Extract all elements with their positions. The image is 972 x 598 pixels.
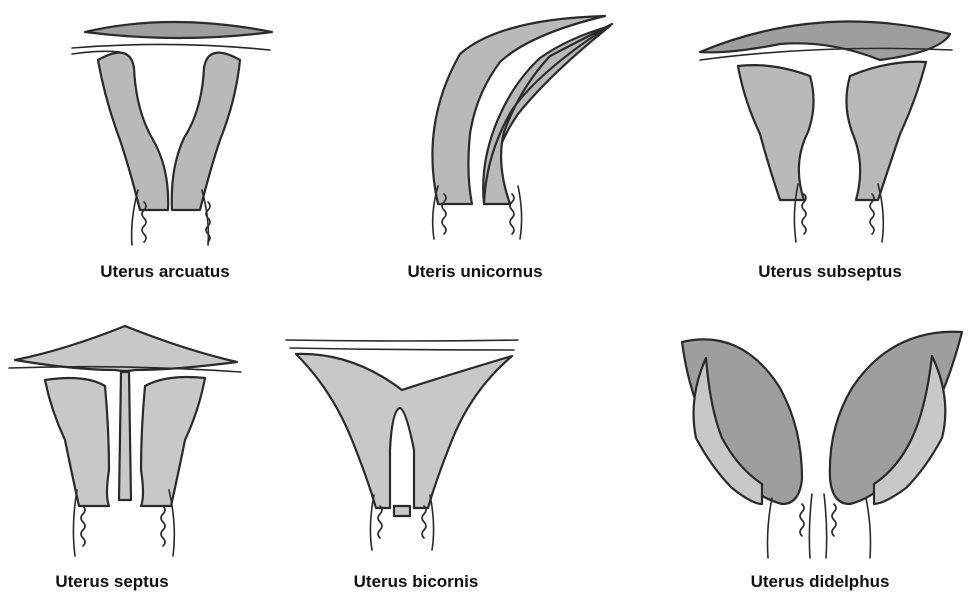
label-uterus-arcuatus: Uterus arcuatus bbox=[100, 262, 229, 282]
diagram-uteris-unicornus bbox=[400, 14, 630, 244]
uterus-arcuatus-drawing bbox=[60, 20, 290, 250]
diagram-uterus-bicornis bbox=[282, 330, 522, 550]
label-uterus-bicornis: Uterus bicornis bbox=[354, 572, 479, 592]
label-uteris-unicornus: Uteris unicornus bbox=[407, 262, 542, 282]
uterus-subseptus-drawing bbox=[700, 14, 960, 244]
diagram-uterus-didelphus bbox=[662, 318, 968, 563]
label-uterus-didelphus: Uterus didelphus bbox=[751, 572, 890, 592]
label-uterus-subseptus: Uterus subseptus bbox=[758, 262, 902, 282]
diagram-uterus-arcuatus bbox=[60, 20, 290, 250]
uterus-bicornis-drawing bbox=[282, 330, 522, 550]
uterus-didelphus-drawing bbox=[662, 318, 968, 563]
label-uterus-septus: Uterus septus bbox=[55, 572, 168, 592]
uteris-unicornus-drawing bbox=[400, 14, 630, 244]
uterus-septus-drawing bbox=[5, 320, 245, 560]
diagram-uterus-septus bbox=[5, 320, 245, 560]
diagram-uterus-subseptus bbox=[700, 14, 960, 244]
